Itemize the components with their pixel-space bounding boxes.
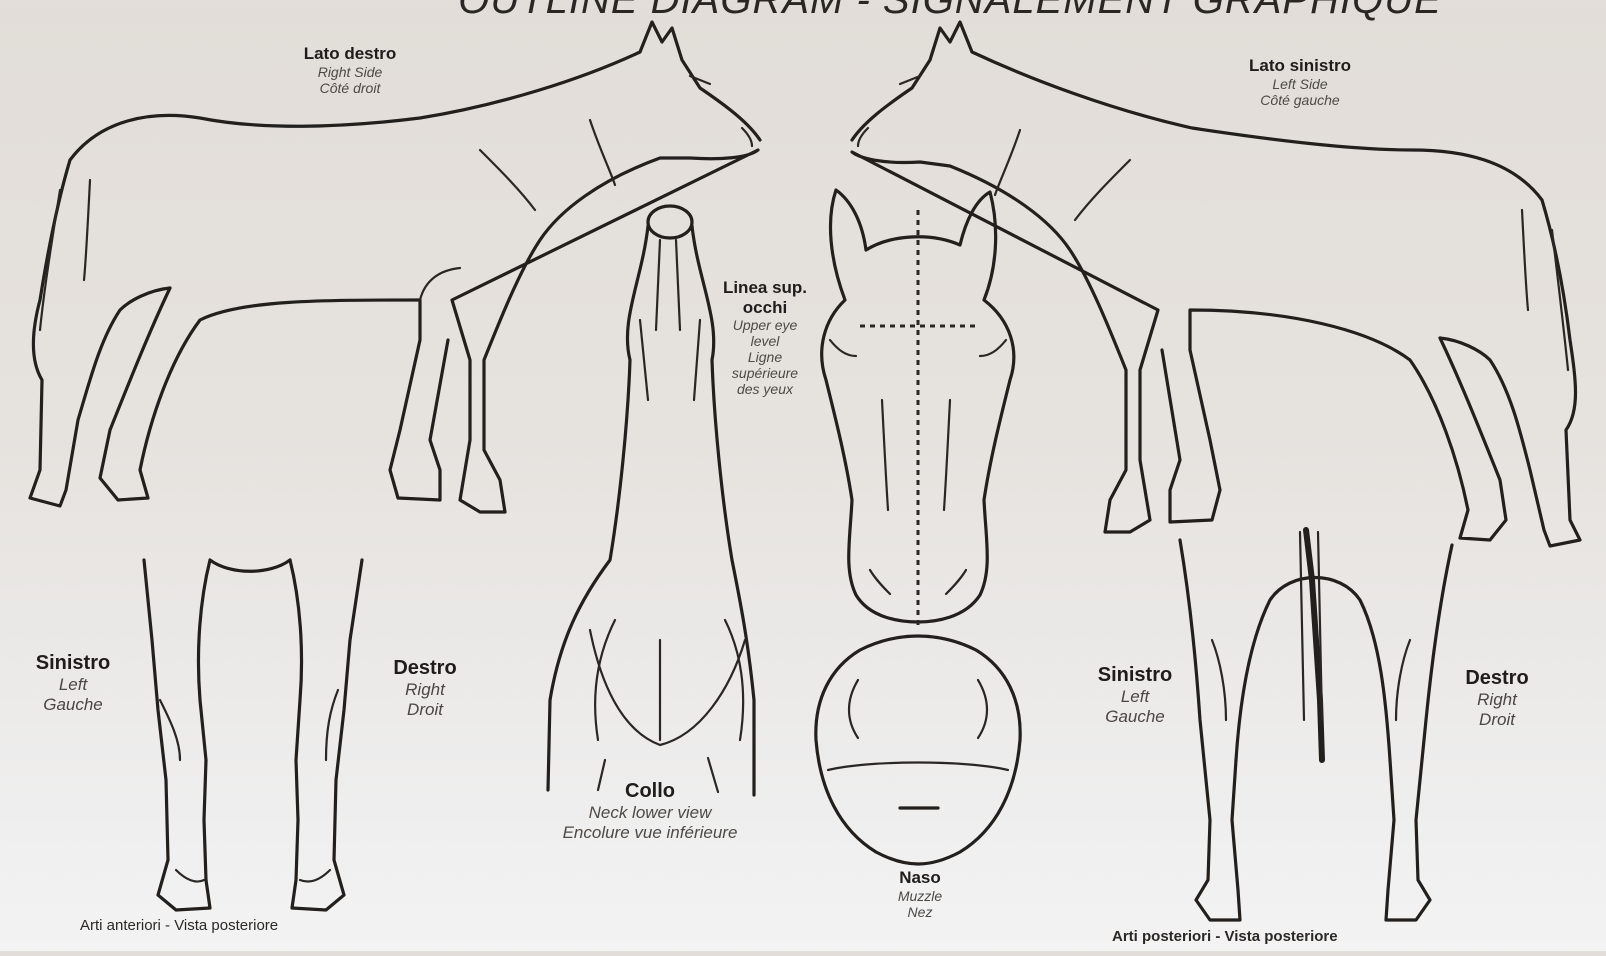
diagram-title: OUTLINE DIAGRAM - SIGNALEMENT GRAPHIQUE xyxy=(300,0,1600,23)
fore-left-label: Sinistro Left Gauche xyxy=(18,652,128,714)
hindlimbs-rear-view-figure xyxy=(1180,530,1452,920)
neck-label: Collo Neck lower view Encolure vue infér… xyxy=(530,780,770,842)
muzzle-label-it: Naso xyxy=(860,868,980,888)
hind-right-label-fr: Droit xyxy=(1442,710,1552,730)
fore-right-label-fr: Droit xyxy=(370,700,480,720)
eye-line-label-fr-2: supérieure xyxy=(700,365,830,381)
left-side-label-it: Lato sinistro xyxy=(1215,56,1385,76)
eye-line-label-it-1: Linea sup. xyxy=(700,278,830,298)
neck-label-fr: Encolure vue inférieure xyxy=(530,823,770,843)
hind-right-label: Destro Right Droit xyxy=(1442,667,1552,729)
hind-left-label-en: Left xyxy=(1080,687,1190,707)
fore-left-label-fr: Gauche xyxy=(18,695,128,715)
muzzle-figure xyxy=(816,636,1020,864)
right-side-label: Lato destro Right Side Côté droit xyxy=(270,44,430,96)
muzzle-label: Naso Muzzle Nez xyxy=(860,868,980,920)
hind-left-label: Sinistro Left Gauche xyxy=(1080,664,1190,726)
left-side-label-fr: Côté gauche xyxy=(1215,92,1385,108)
neck-label-en: Neck lower view xyxy=(530,803,770,823)
hindlimbs-caption: Arti posteriori - Vista posteriore xyxy=(1112,928,1338,945)
hind-right-label-en: Right xyxy=(1442,690,1552,710)
left-side-label-en: Left Side xyxy=(1215,76,1385,92)
fore-left-label-en: Left xyxy=(18,675,128,695)
eye-line-label-fr-1: Ligne xyxy=(700,349,830,365)
eye-line-label-fr-3: des yeux xyxy=(700,381,830,397)
right-side-label-en: Right Side xyxy=(270,64,430,80)
eye-line-label: Linea sup. occhi Upper eye level Ligne s… xyxy=(700,278,830,398)
fore-right-label-en: Right xyxy=(370,680,480,700)
fore-left-label-it: Sinistro xyxy=(18,652,128,675)
right-side-label-fr: Côté droit xyxy=(270,80,430,96)
forelimbs-caption: Arti anteriori - Vista posteriore xyxy=(80,917,278,934)
eye-line-label-en-1: Upper eye xyxy=(700,317,830,333)
hind-left-label-it: Sinistro xyxy=(1080,664,1190,687)
fore-right-label: Destro Right Droit xyxy=(370,657,480,719)
eye-line-label-en-2: level xyxy=(700,333,830,349)
hind-right-label-it: Destro xyxy=(1442,667,1552,690)
right-side-label-it: Lato destro xyxy=(270,44,430,64)
hind-left-label-fr: Gauche xyxy=(1080,707,1190,727)
head-front-figure xyxy=(822,190,1014,625)
muzzle-label-en: Muzzle xyxy=(860,888,980,904)
forelimbs-rear-view-figure xyxy=(144,560,362,910)
fore-right-label-it: Destro xyxy=(370,657,480,680)
muzzle-label-fr: Nez xyxy=(860,904,980,920)
left-side-label: Lato sinistro Left Side Côté gauche xyxy=(1215,56,1385,108)
eye-line-label-it-2: occhi xyxy=(700,298,830,318)
neck-label-it: Collo xyxy=(530,780,770,803)
